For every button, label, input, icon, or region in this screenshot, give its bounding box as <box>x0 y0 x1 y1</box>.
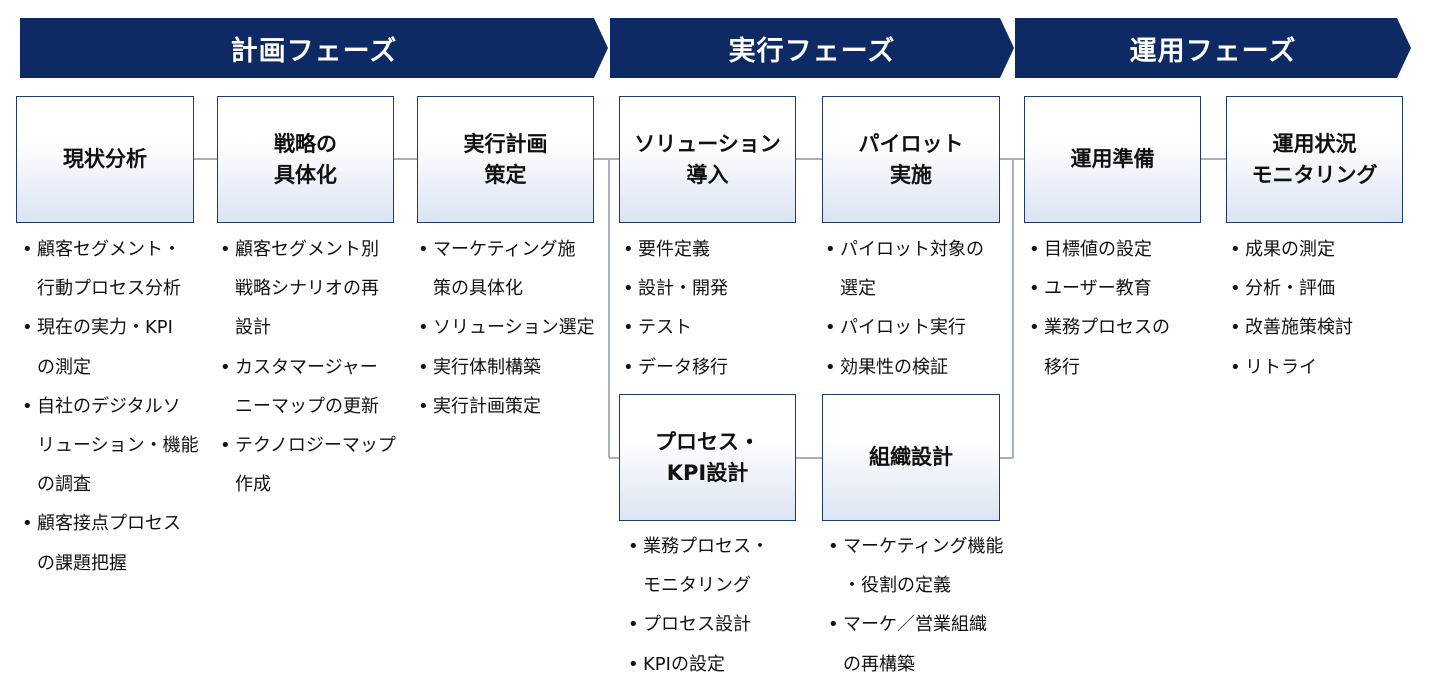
step-title: ソリューション 導入 <box>634 131 781 187</box>
step-title: 運用準備 <box>1070 147 1155 171</box>
step-organization-design: 組織設計 <box>822 394 1000 521</box>
bullet-list-process-kpi-design: 業務プロセス・ モニタリング プロセス設計 KPIの設定 <box>628 527 813 684</box>
list-item: プロセス設計 <box>628 605 813 644</box>
step-title: プロセス・ KPI設計 <box>655 429 760 485</box>
phase-label-execution: 実行フェーズ <box>728 35 896 67</box>
list-item: マーケティング機能 ・役割の定義 <box>828 527 1023 605</box>
list-item: 要件定義 <box>623 230 808 269</box>
phase-banner-planning: 計画フェーズ <box>20 18 608 78</box>
list-item: ソリューション選定 <box>418 308 613 347</box>
phase-banner-operation: 運用フェーズ <box>1015 18 1411 78</box>
step-title: 実行計画 策定 <box>463 131 548 187</box>
step-execution-plan: 実行計画 策定 <box>417 96 594 223</box>
list-item: パイロット対象の 選定 <box>825 230 1015 308</box>
step-current-analysis: 現状分析 <box>16 96 194 223</box>
bullet-list-solution-introduction: 要件定義 設計・開発 テスト データ移行 <box>623 230 808 387</box>
list-item: 現在の実力・KPI の測定 <box>22 308 212 386</box>
list-item: カスタマージャー ニーマップの更新 <box>220 348 415 426</box>
step-strategy: 戦略の 具体化 <box>217 96 394 223</box>
phase-label-operation: 運用フェーズ <box>1129 35 1297 67</box>
phase-label-planning: 計画フェーズ <box>230 35 398 67</box>
step-process-kpi-design: プロセス・ KPI設計 <box>619 394 796 521</box>
list-item: 顧客接点プロセス の課題把握 <box>22 504 212 582</box>
list-item: リトライ <box>1230 348 1410 387</box>
list-item: 業務プロセス・ モニタリング <box>628 527 813 605</box>
list-item: ユーザー教育 <box>1029 269 1219 308</box>
list-item: 目標値の設定 <box>1029 230 1219 269</box>
bullet-list-strategy: 顧客セグメント別 戦略シナリオの再 設計 カスタマージャー ニーマップの更新 テ… <box>220 230 415 504</box>
list-item: マーケティング施 策の具体化 <box>418 230 613 308</box>
list-item: テスト <box>623 308 808 347</box>
list-item: 自社のデジタルソ リューション・機能 の調査 <box>22 387 212 505</box>
step-solution-introduction: ソリューション 導入 <box>619 96 796 223</box>
list-item: 改善施策検討 <box>1230 308 1410 347</box>
bullet-list-operation-monitoring: 成果の測定 分析・評価 改善施策検討 リトライ <box>1230 230 1410 387</box>
phase-banner-execution: 実行フェーズ <box>610 18 1014 78</box>
step-title: 運用状況 モニタリング <box>1251 131 1378 187</box>
list-item: 成果の測定 <box>1230 230 1410 269</box>
list-item: マーケ／営業組織 の再構築 <box>828 605 1023 683</box>
list-item: 業務プロセスの 移行 <box>1029 308 1219 386</box>
list-item: データ移行 <box>623 348 808 387</box>
list-item: テクノロジーマップ 作成 <box>220 426 415 504</box>
bullet-list-organization-design: マーケティング機能 ・役割の定義 マーケ／営業組織 の再構築 <box>828 527 1023 684</box>
step-title: パイロット 実施 <box>858 131 964 187</box>
list-item: 顧客セグメント別 戦略シナリオの再 設計 <box>220 230 415 348</box>
step-pilot: パイロット 実施 <box>822 96 1000 223</box>
list-item: 効果性の検証 <box>825 348 1015 387</box>
list-item: パイロット実行 <box>825 308 1015 347</box>
step-title: 戦略の 具体化 <box>274 131 337 187</box>
step-operation-prep: 運用準備 <box>1024 96 1201 223</box>
bullet-list-pilot: パイロット対象の 選定 パイロット実行 効果性の検証 <box>825 230 1015 387</box>
list-item: KPIの設定 <box>628 645 813 684</box>
step-title: 現状分析 <box>63 147 147 171</box>
list-item: 分析・評価 <box>1230 269 1410 308</box>
bullet-list-current-analysis: 顧客セグメント・ 行動プロセス分析 現在の実力・KPI の測定 自社のデジタルソ… <box>22 230 212 583</box>
list-item: 実行体制構築 <box>418 348 613 387</box>
bullet-list-execution-plan: マーケティング施 策の具体化 ソリューション選定 実行体制構築 実行計画策定 <box>418 230 613 426</box>
step-title: 組織設計 <box>869 445 953 469</box>
list-item: 実行計画策定 <box>418 387 613 426</box>
list-item: 顧客セグメント・ 行動プロセス分析 <box>22 230 212 308</box>
bullet-list-operation-prep: 目標値の設定 ユーザー教育 業務プロセスの 移行 <box>1029 230 1219 387</box>
list-item: 設計・開発 <box>623 269 808 308</box>
step-operation-monitoring: 運用状況 モニタリング <box>1226 96 1403 223</box>
